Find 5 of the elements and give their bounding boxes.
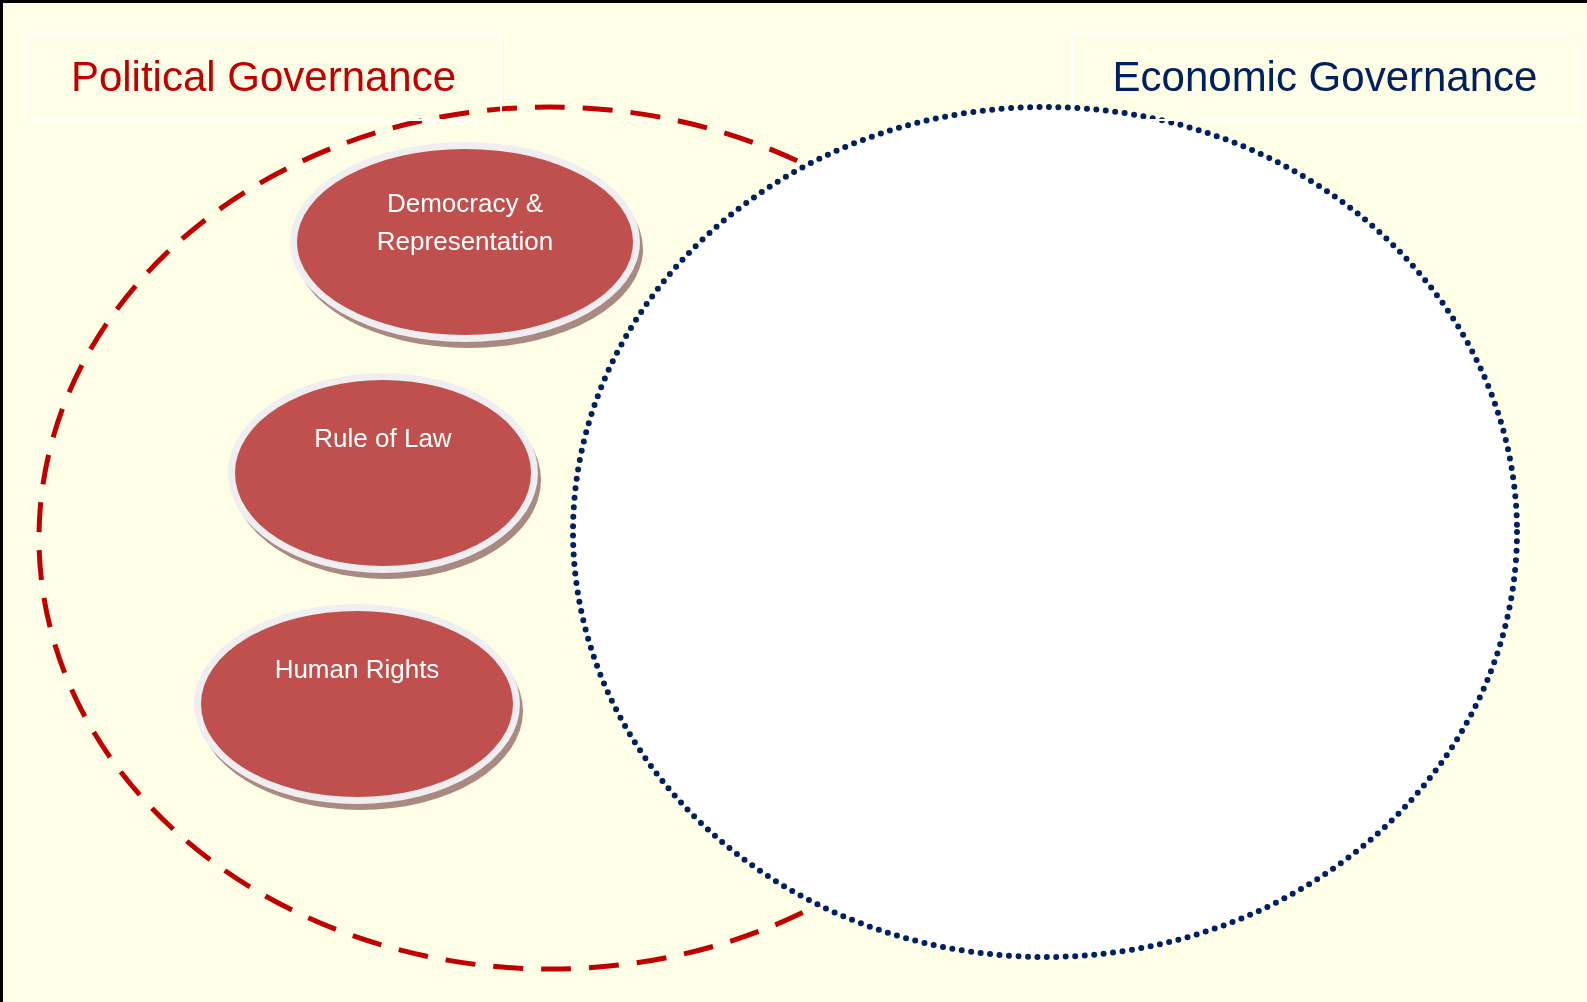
topic-label: Democracy & Representation (375, 187, 555, 258)
topic-label: Rule of Law (313, 422, 453, 455)
group-heading: Political Governance (25, 33, 502, 121)
group-heading: Economic Governance (1071, 33, 1579, 121)
topic-label: Human Rights (273, 653, 441, 686)
